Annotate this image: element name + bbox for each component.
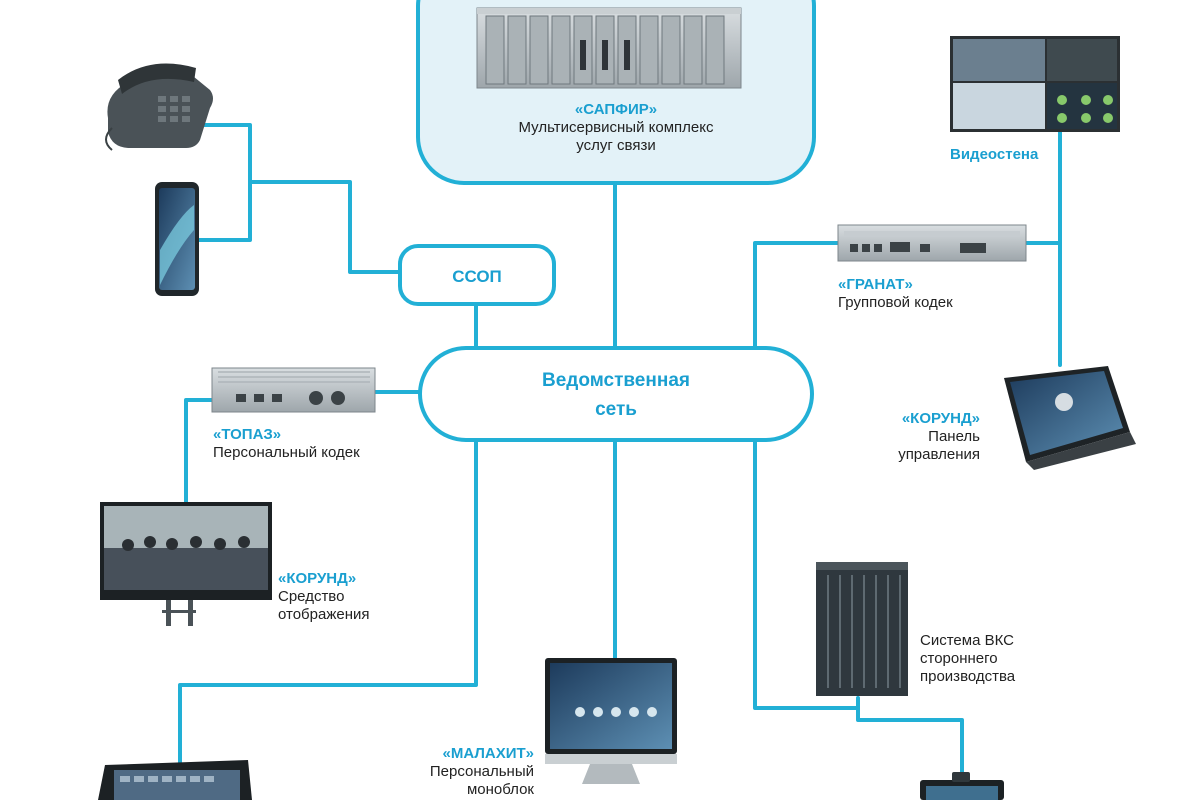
topaz-codec-icon (211, 367, 376, 413)
malakhit-desc-line1: Персональный (429, 763, 534, 780)
smartphone-icon (155, 182, 199, 296)
topaz-desc: Персональный кодек (213, 444, 360, 461)
network-hub (418, 346, 814, 442)
granat-desc: Групповой кодек (838, 294, 953, 311)
ssop-box (398, 244, 556, 306)
videowall-label: Видеостена (950, 146, 1070, 164)
malakhit-desc-line2: моноблок (466, 781, 534, 798)
korund-display-desc-line1: Средство (278, 588, 345, 605)
malakhit-label: «МАЛАХИТ» Персональный моноблок (400, 745, 534, 799)
control-console-icon (98, 760, 252, 800)
desk-phone-icon (105, 63, 213, 151)
vks-desc-line1: Система ВКС (920, 632, 1014, 649)
topaz-label: «ТОПАЗ» Персональный кодек (213, 426, 413, 462)
korund-display-desc-line2: отображения (278, 606, 370, 623)
granat-name: «ГРАНАТ» (838, 276, 913, 293)
korund-panel-label: «КОРУНД» Панель управления (860, 410, 980, 464)
korund-display-label: «КОРУНД» Средство отображения (278, 570, 418, 624)
malakhit-monoblock-icon (545, 658, 677, 784)
vks-label: Система ВКС стороннего производства (920, 632, 1060, 686)
terminal-device-icon (920, 772, 1004, 800)
korund-panel-name: «КОРУНД» (901, 410, 980, 427)
vks-server-icon (816, 562, 908, 696)
granat-label: «ГРАНАТ» Групповой кодек (838, 276, 1018, 312)
network-label-line2: сеть (595, 399, 637, 420)
korund-panel-desc-line2: управления (898, 446, 980, 463)
topaz-name: «ТОПАЗ» (213, 426, 282, 443)
malakhit-name: «МАЛАХИТ» (442, 745, 534, 762)
network-label-line1: Ведомственная (542, 370, 690, 391)
korund-panel-icon (1004, 366, 1136, 470)
sapfir-rack-device (476, 7, 742, 89)
korund-display-name: «КОРУНД» (278, 570, 357, 587)
ssop-label: ССОП (452, 267, 502, 286)
sapfir-desc-line2: услуг связи (576, 137, 656, 154)
korund-display-icon (100, 502, 272, 626)
vks-desc-line2: стороннего (920, 650, 998, 667)
sapfir-label: «САПФИР» Мультисервисный комплекс услуг … (468, 101, 764, 155)
videowall-name: Видеостена (950, 146, 1039, 163)
korund-panel-desc-line1: Панель (928, 428, 980, 445)
vks-desc-line3: производства (920, 668, 1016, 685)
video-wall-icon (950, 36, 1120, 132)
sapfir-name: «САПФИР» (574, 101, 658, 118)
sapfir-desc-line1: Мультисервисный комплекс (518, 119, 714, 136)
granat-codec-icon (837, 224, 1027, 262)
connector-lines (178, 123, 1062, 777)
